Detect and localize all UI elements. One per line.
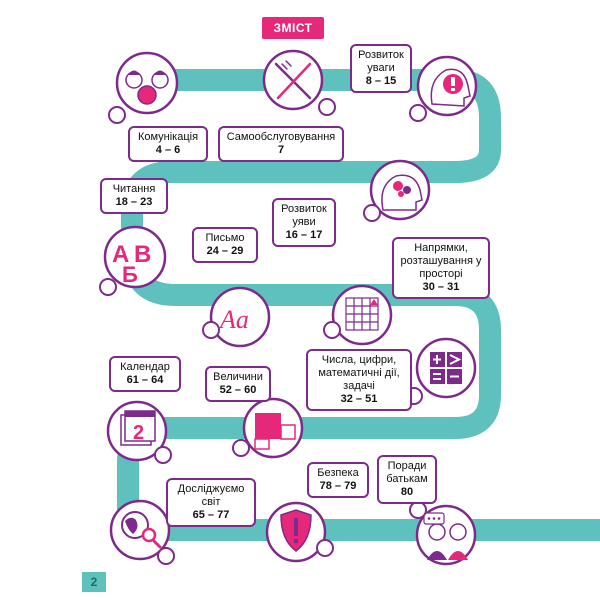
- section-pages: 30 – 31: [422, 281, 460, 293]
- calendar-day-number: 2: [133, 422, 144, 444]
- station-chytannya: [99, 225, 167, 296]
- section-rozvytok-uyavy[interactable]: Розвиток уяви 16 – 17: [272, 198, 336, 247]
- station-rozvytok-uyavy: [363, 159, 431, 222]
- children-faces-icon: [125, 70, 169, 105]
- station-komunikatsiya: [108, 51, 179, 124]
- squares-size-icon: [254, 413, 296, 450]
- station-porady: [409, 501, 477, 566]
- section-pages: 4 – 6: [155, 144, 181, 156]
- section-title: Досліджуємо світ: [177, 483, 245, 508]
- section-pages: 18 – 23: [115, 196, 153, 208]
- station-rozvytok-uvahy: [409, 55, 478, 122]
- station-napryamky: [323, 284, 393, 346]
- station-samoobsluhovuvannya: [262, 49, 336, 116]
- section-porady[interactable]: Поради батькам 80: [377, 455, 437, 504]
- section-pages: 7: [277, 144, 285, 156]
- section-pages: 80: [400, 486, 414, 498]
- section-title: Комунікація: [137, 131, 199, 143]
- section-title: Числа, цифри, математичні дії, задачі: [318, 354, 400, 392]
- section-title: Календар: [120, 361, 170, 373]
- letters-icon: A B Б: [112, 241, 151, 287]
- section-chysla[interactable]: Числа, цифри, математичні дії, задачі 32…: [306, 349, 412, 411]
- station-kalendar: [106, 400, 172, 464]
- letter-b: B: [134, 241, 151, 268]
- section-pages: 32 – 51: [340, 393, 378, 405]
- letter-be: Б: [122, 262, 138, 287]
- section-pages: 61 – 64: [126, 374, 164, 386]
- parents-icon: [423, 512, 468, 560]
- math-symbols-icon: [430, 352, 462, 384]
- section-samoobsluhovuvannya[interactable]: Самообслуговування 7: [218, 126, 344, 162]
- section-title: Письмо: [205, 232, 245, 244]
- section-title: Поради батькам: [386, 460, 428, 485]
- section-pages: 52 – 60: [219, 384, 257, 396]
- section-bezpeka[interactable]: Безпека 78 – 79: [307, 462, 369, 498]
- shield-icon: [280, 509, 312, 552]
- section-title: Величини: [213, 371, 263, 383]
- section-pages: 65 – 77: [192, 509, 230, 521]
- section-title: Безпека: [317, 467, 359, 479]
- page-number: 2: [82, 572, 106, 592]
- section-pages: 78 – 79: [319, 480, 357, 492]
- head-exclamation-icon: [430, 68, 471, 107]
- section-title: Напрямки, розташування у просторі: [400, 242, 482, 280]
- head-imagination-icon: [381, 174, 423, 211]
- comb-brush-icon: [274, 60, 312, 100]
- section-kalendar[interactable]: Календар 61 – 64: [109, 356, 181, 392]
- globe-magnifier-icon: [121, 511, 162, 549]
- calendar-day-icon: 2: [133, 422, 144, 444]
- station-pysmo: [202, 286, 271, 348]
- section-title: Розвиток уваги: [358, 49, 404, 74]
- section-komunikatsiya[interactable]: Комунікація 4 – 6: [128, 126, 208, 162]
- section-title: Самообслуговування: [226, 131, 336, 143]
- section-title: Читання: [112, 183, 156, 195]
- section-title: Розвиток уяви: [281, 203, 327, 228]
- station-chysla: [405, 337, 477, 405]
- station-velychyny: [232, 397, 304, 459]
- section-pysmo[interactable]: Письмо 24 – 29: [192, 227, 258, 263]
- calendar-icon: [120, 410, 156, 446]
- section-pages: 24 – 29: [206, 245, 244, 257]
- letter-a: A: [112, 241, 129, 268]
- handwriting-icon: Aa: [218, 305, 249, 334]
- section-rozvytok-uvahy[interactable]: Розвиток уваги 8 – 15: [350, 44, 412, 93]
- section-velychyny[interactable]: Величини 52 – 60: [205, 366, 271, 402]
- handwriting-text: Aa: [218, 305, 249, 334]
- section-pages: 8 – 15: [365, 75, 397, 87]
- section-chytannya[interactable]: Читання 18 – 23: [100, 178, 168, 214]
- station-bezpeka: [265, 501, 334, 563]
- section-pages: 16 – 17: [285, 229, 323, 241]
- page-title: ЗМІСТ: [262, 17, 324, 39]
- station-doslidzhuyemo: [109, 499, 175, 565]
- section-napryamky[interactable]: Напрямки, розташування у просторі 30 – 3…: [392, 237, 490, 299]
- section-doslidzhuyemo[interactable]: Досліджуємо світ 65 – 77: [166, 478, 256, 527]
- grid-icon: [345, 297, 379, 331]
